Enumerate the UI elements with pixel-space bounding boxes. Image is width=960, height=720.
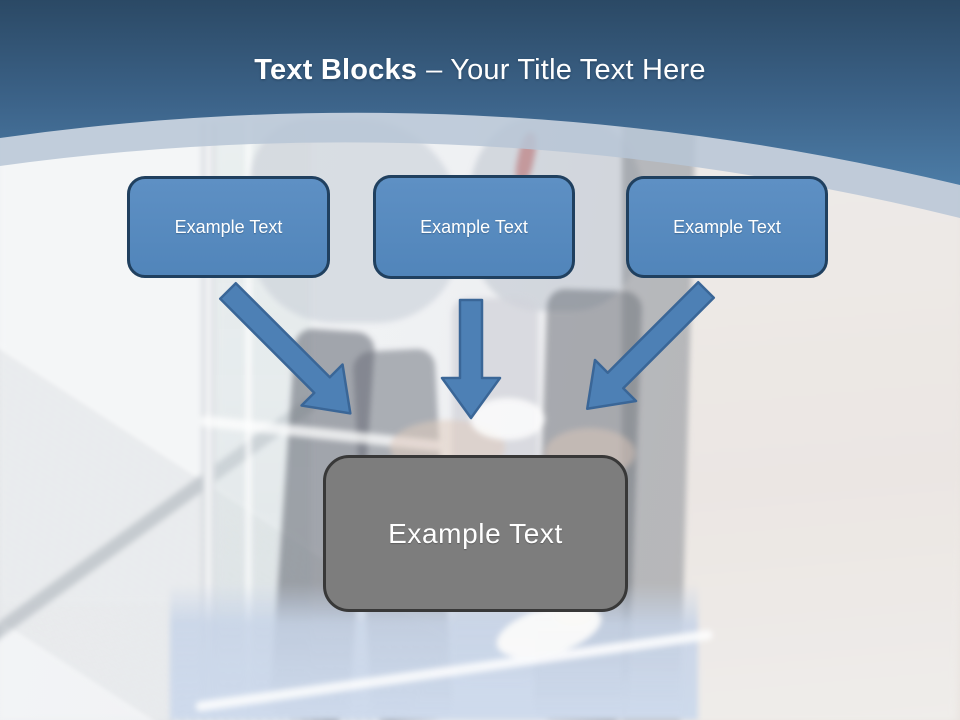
text-block-3[interactable]: Example Text: [626, 176, 828, 278]
arrow-down[interactable]: [440, 298, 502, 420]
shirt-cuff: [470, 398, 545, 440]
text-block-2[interactable]: Example Text: [373, 175, 575, 279]
title-emphasis: Text Blocks: [254, 54, 418, 86]
text-block-3-label: Example Text: [673, 216, 781, 237]
result-block-label: Example Text: [388, 517, 563, 549]
text-block-2-label: Example Text: [420, 216, 528, 237]
slide-title[interactable]: Text Blocks– Your Title Text Here: [0, 54, 960, 87]
title-regular: – Your Title Text Here: [426, 54, 706, 86]
header-banner: [0, 0, 960, 218]
header-curve: [0, 0, 960, 185]
arrow-down-left[interactable]: [567, 269, 727, 429]
text-block-1[interactable]: Example Text: [127, 176, 330, 278]
arrow-down-right[interactable]: [207, 270, 370, 433]
text-block-1-label: Example Text: [174, 216, 283, 237]
result-block[interactable]: Example Text: [323, 455, 628, 612]
